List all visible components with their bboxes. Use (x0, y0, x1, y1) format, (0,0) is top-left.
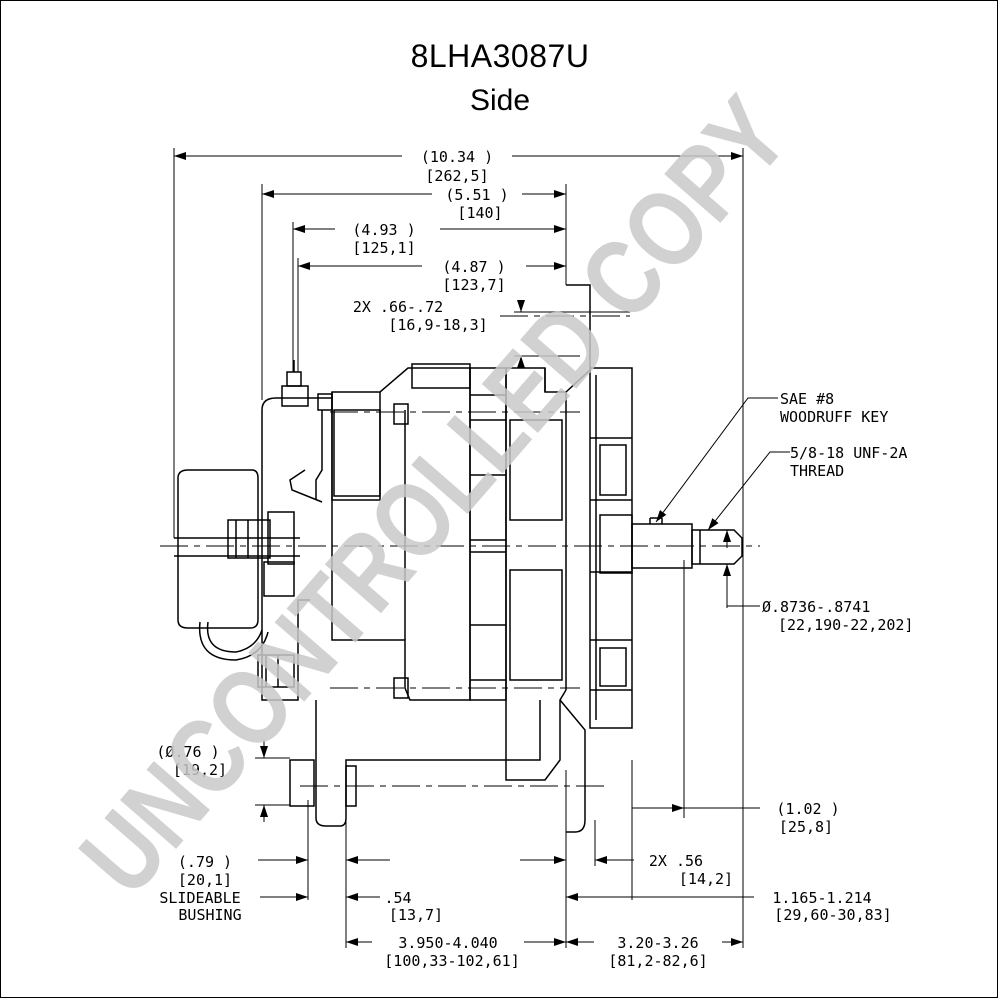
dim-1165-mm: [29,60-30,83] (774, 906, 891, 924)
dim-3950-mm: [100,33-102,61] (384, 952, 519, 970)
dim-bushing-dia-mm: [19,2] (173, 761, 227, 779)
dim-079-mm: [20,1] (178, 871, 232, 889)
shaft-dia-mm: [22,190-22,202] (778, 616, 913, 634)
dim-1165-in: 1.165-1.214 (772, 889, 871, 907)
dim-056-in: 2X .56 (649, 852, 703, 870)
extension-lines (173, 148, 744, 948)
thread-label-2: THREAD (790, 462, 844, 480)
woodruff-key-label-2: WOODRUFF KEY (780, 408, 888, 426)
dim-bushing-dia-in: (Ø.76 ) (156, 743, 219, 761)
dim-054-in: .54 (384, 889, 411, 907)
dim-493-in: (4.93 ) (352, 221, 415, 239)
shaft-dia-in: Ø.8736-.8741 (762, 598, 870, 616)
drawing-title: 8LHA3087U (410, 38, 590, 74)
dim-079-in: (.79 ) (178, 853, 232, 871)
dim-320-in: 3.20-3.26 (617, 934, 698, 952)
dim-3950-in: 3.950-4.040 (398, 934, 497, 952)
uncontrolled-copy-watermark: UNCONTROLLED COPY (57, 75, 811, 917)
dim-056-mm: [14,2] (679, 870, 733, 888)
dim-102-in: (1.02 ) (776, 800, 839, 818)
dimension-labels: (10.34 ) [262,5] (5.51 ) [140] (4.93 ) [… (156, 148, 913, 970)
dim-493-mm: [125,1] (352, 239, 415, 257)
dim-551-in: (5.51 ) (445, 186, 508, 204)
alternator-outline (174, 284, 743, 833)
dim-487-mm: [123,7] (442, 276, 505, 294)
dim-320-mm: [81,2-82,6] (608, 952, 707, 970)
dim-overall-mm: [262,5] (425, 167, 488, 185)
dim-pulley-width-mm: [16,9-18,3] (388, 316, 487, 334)
dim-pulley-width-in: 2X .66-.72 (353, 298, 443, 316)
slideable-label: SLIDEABLE (159, 889, 240, 907)
woodruff-key-label-1: SAE #8 (780, 390, 834, 408)
dim-overall-in: (10.34 ) (421, 148, 493, 166)
drawing-subtitle: Side (469, 84, 531, 117)
dim-487-in: (4.87 ) (442, 258, 505, 276)
center-lines (160, 315, 760, 787)
dimension-lines (174, 152, 790, 946)
thread-label-1: 5/8-18 UNF-2A (790, 444, 907, 462)
dim-054-mm: [13,7] (389, 906, 443, 924)
dim-551-mm: [140] (457, 204, 502, 222)
bushing-label: BUSHING (178, 906, 241, 924)
dim-102-mm: [25,8] (779, 818, 833, 836)
